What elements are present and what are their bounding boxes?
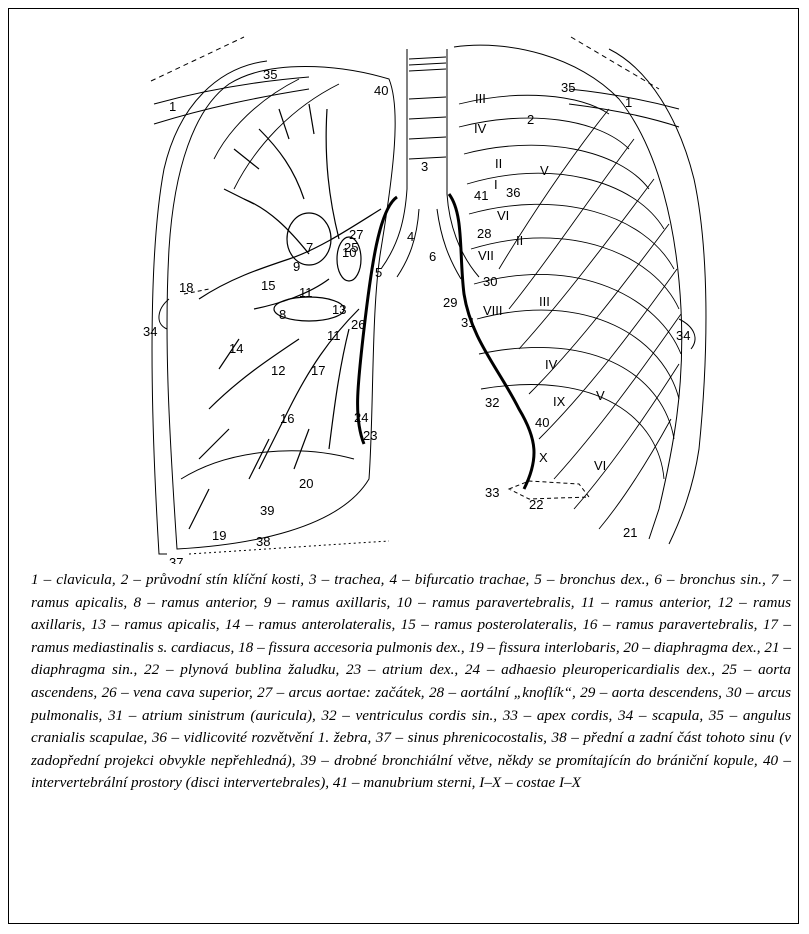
label-11b: 11: [327, 328, 341, 343]
label-8: 8: [279, 307, 286, 322]
label-15: 15: [261, 278, 275, 293]
label-rib-IIa: II: [495, 156, 502, 171]
label-rib-VIb: VI: [594, 458, 606, 473]
label-rib-IX: IX: [553, 394, 566, 409]
label-rib-Vb: V: [596, 388, 605, 403]
scapula-dashed-left: [151, 37, 244, 81]
label-11a: 11: [299, 285, 313, 300]
label-31: 31: [461, 315, 475, 330]
label-rib-I: I: [494, 177, 498, 192]
label-rib-IIIa: III: [475, 91, 486, 106]
label-3: 3: [421, 159, 428, 174]
label-27: 27: [349, 227, 363, 242]
label-14: 14: [229, 341, 243, 356]
label-28: 28: [477, 226, 491, 241]
label-12: 12: [271, 363, 285, 378]
label-16: 16: [280, 411, 294, 426]
vertebra-lines: [409, 57, 446, 159]
trachea-left: [381, 49, 407, 269]
label-35a: 35: [263, 67, 277, 82]
label-24: 24: [354, 410, 368, 425]
label-39: 39: [260, 503, 274, 518]
label-40b: 40: [535, 415, 549, 430]
label-19: 19: [212, 528, 226, 543]
label-rib-IVb: IV: [545, 357, 558, 372]
trachea-right: [447, 49, 479, 277]
label-rib-VIII: VIII: [483, 303, 503, 318]
label-1a: 1: [169, 99, 176, 114]
label-4: 4: [407, 229, 414, 244]
label-34a: 34: [143, 324, 157, 339]
clavicle-right: [154, 77, 309, 124]
right-chest-wall: [152, 61, 267, 554]
bifurcation: [397, 209, 461, 279]
label-rib-IVa: IV: [474, 121, 487, 136]
clavicle-left: [569, 89, 679, 127]
label-33: 33: [485, 485, 499, 500]
label-18: 18: [179, 280, 193, 295]
label-2: 2: [527, 112, 534, 127]
label-rib-IIIb: III: [539, 294, 550, 309]
label-7: 7: [306, 240, 313, 255]
label-41: 41: [474, 188, 488, 203]
label-35b: 35: [561, 80, 575, 95]
label-34b: 34: [676, 328, 690, 343]
label-rib-Va: V: [540, 163, 549, 178]
label-17: 17: [311, 363, 325, 378]
diaphragm-right: [181, 451, 354, 479]
label-26: 26: [351, 317, 365, 332]
label-rib-VII: VII: [478, 248, 494, 263]
label-13: 13: [332, 302, 346, 317]
stomach-bubble-dashed: [509, 481, 589, 499]
label-21: 21: [623, 525, 637, 540]
label-38: 38: [256, 534, 270, 549]
label-25: 25: [344, 240, 358, 255]
label-36: 36: [506, 185, 520, 200]
label-rib-X: X: [539, 450, 548, 465]
label-30: 30: [483, 274, 497, 289]
label-20: 20: [299, 476, 313, 491]
label-5: 5: [375, 265, 382, 280]
label-37: 37: [169, 555, 183, 564]
chest-xray-diagram: 1 1 2 3 4 5 6 7 8 9 10 11 11 12 13 14 15…: [9, 9, 798, 564]
label-29: 29: [443, 295, 457, 310]
label-32: 32: [485, 395, 499, 410]
label-rib-VIa: VI: [497, 208, 509, 223]
label-rib-IIb: II: [516, 233, 523, 248]
label-40a: 40: [374, 83, 388, 98]
label-6: 6: [429, 249, 436, 264]
figure-caption: 1 – clavicula, 2 – průvodní stín klíční …: [31, 569, 791, 795]
label-22: 22: [529, 497, 543, 512]
left-lung-outline: [454, 45, 682, 539]
scapula-dashed-right: [571, 37, 659, 89]
figure-frame: 1 1 2 3 4 5 6 7 8 9 10 11 11 12 13 14 15…: [8, 8, 799, 924]
label-23: 23: [363, 428, 377, 443]
label-9: 9: [293, 259, 300, 274]
label-1b: 1: [625, 95, 632, 110]
